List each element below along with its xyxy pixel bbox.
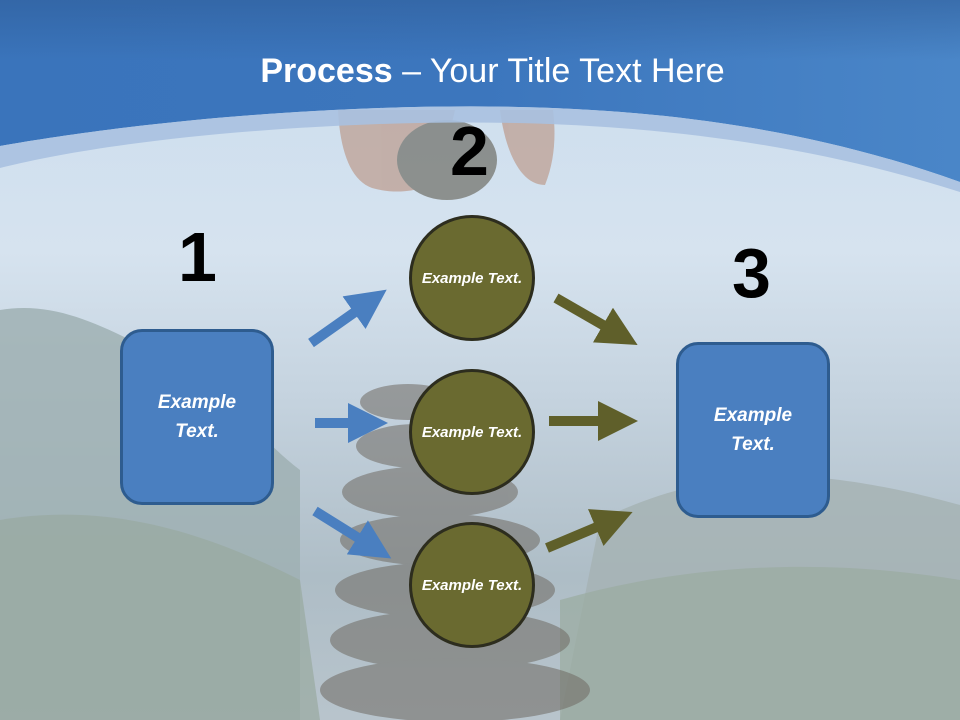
circle-top-text: Example Text.	[421, 269, 523, 287]
slide-title: Process – Your Title Text Here	[0, 52, 960, 91]
title-bold: Process	[260, 52, 393, 90]
step-3-text: Example Text.	[713, 405, 793, 455]
arrow-bottom-to-3	[545, 509, 633, 553]
step-1-text: Example Text.	[157, 392, 237, 442]
step-number-1: 1	[178, 218, 217, 296]
circle-middle-text: Example Text.	[421, 423, 523, 441]
arrow-top-to-3	[553, 293, 638, 345]
step-1-box: Example Text.	[120, 329, 274, 505]
arrow-1-to-top	[308, 289, 387, 348]
title-rest: – Your Title Text Here	[392, 52, 725, 90]
step-2-circle-bottom: Example Text.	[409, 522, 535, 648]
step-number-3: 3	[732, 234, 771, 312]
step-2-circle-top: Example Text.	[409, 215, 535, 341]
circle-bottom-text: Example Text.	[421, 576, 523, 594]
step-number-2: 2	[450, 112, 489, 190]
arrow-1-to-bottom	[312, 506, 392, 559]
step-3-box: Example Text.	[676, 342, 830, 518]
step-2-circle-middle: Example Text.	[409, 369, 535, 495]
